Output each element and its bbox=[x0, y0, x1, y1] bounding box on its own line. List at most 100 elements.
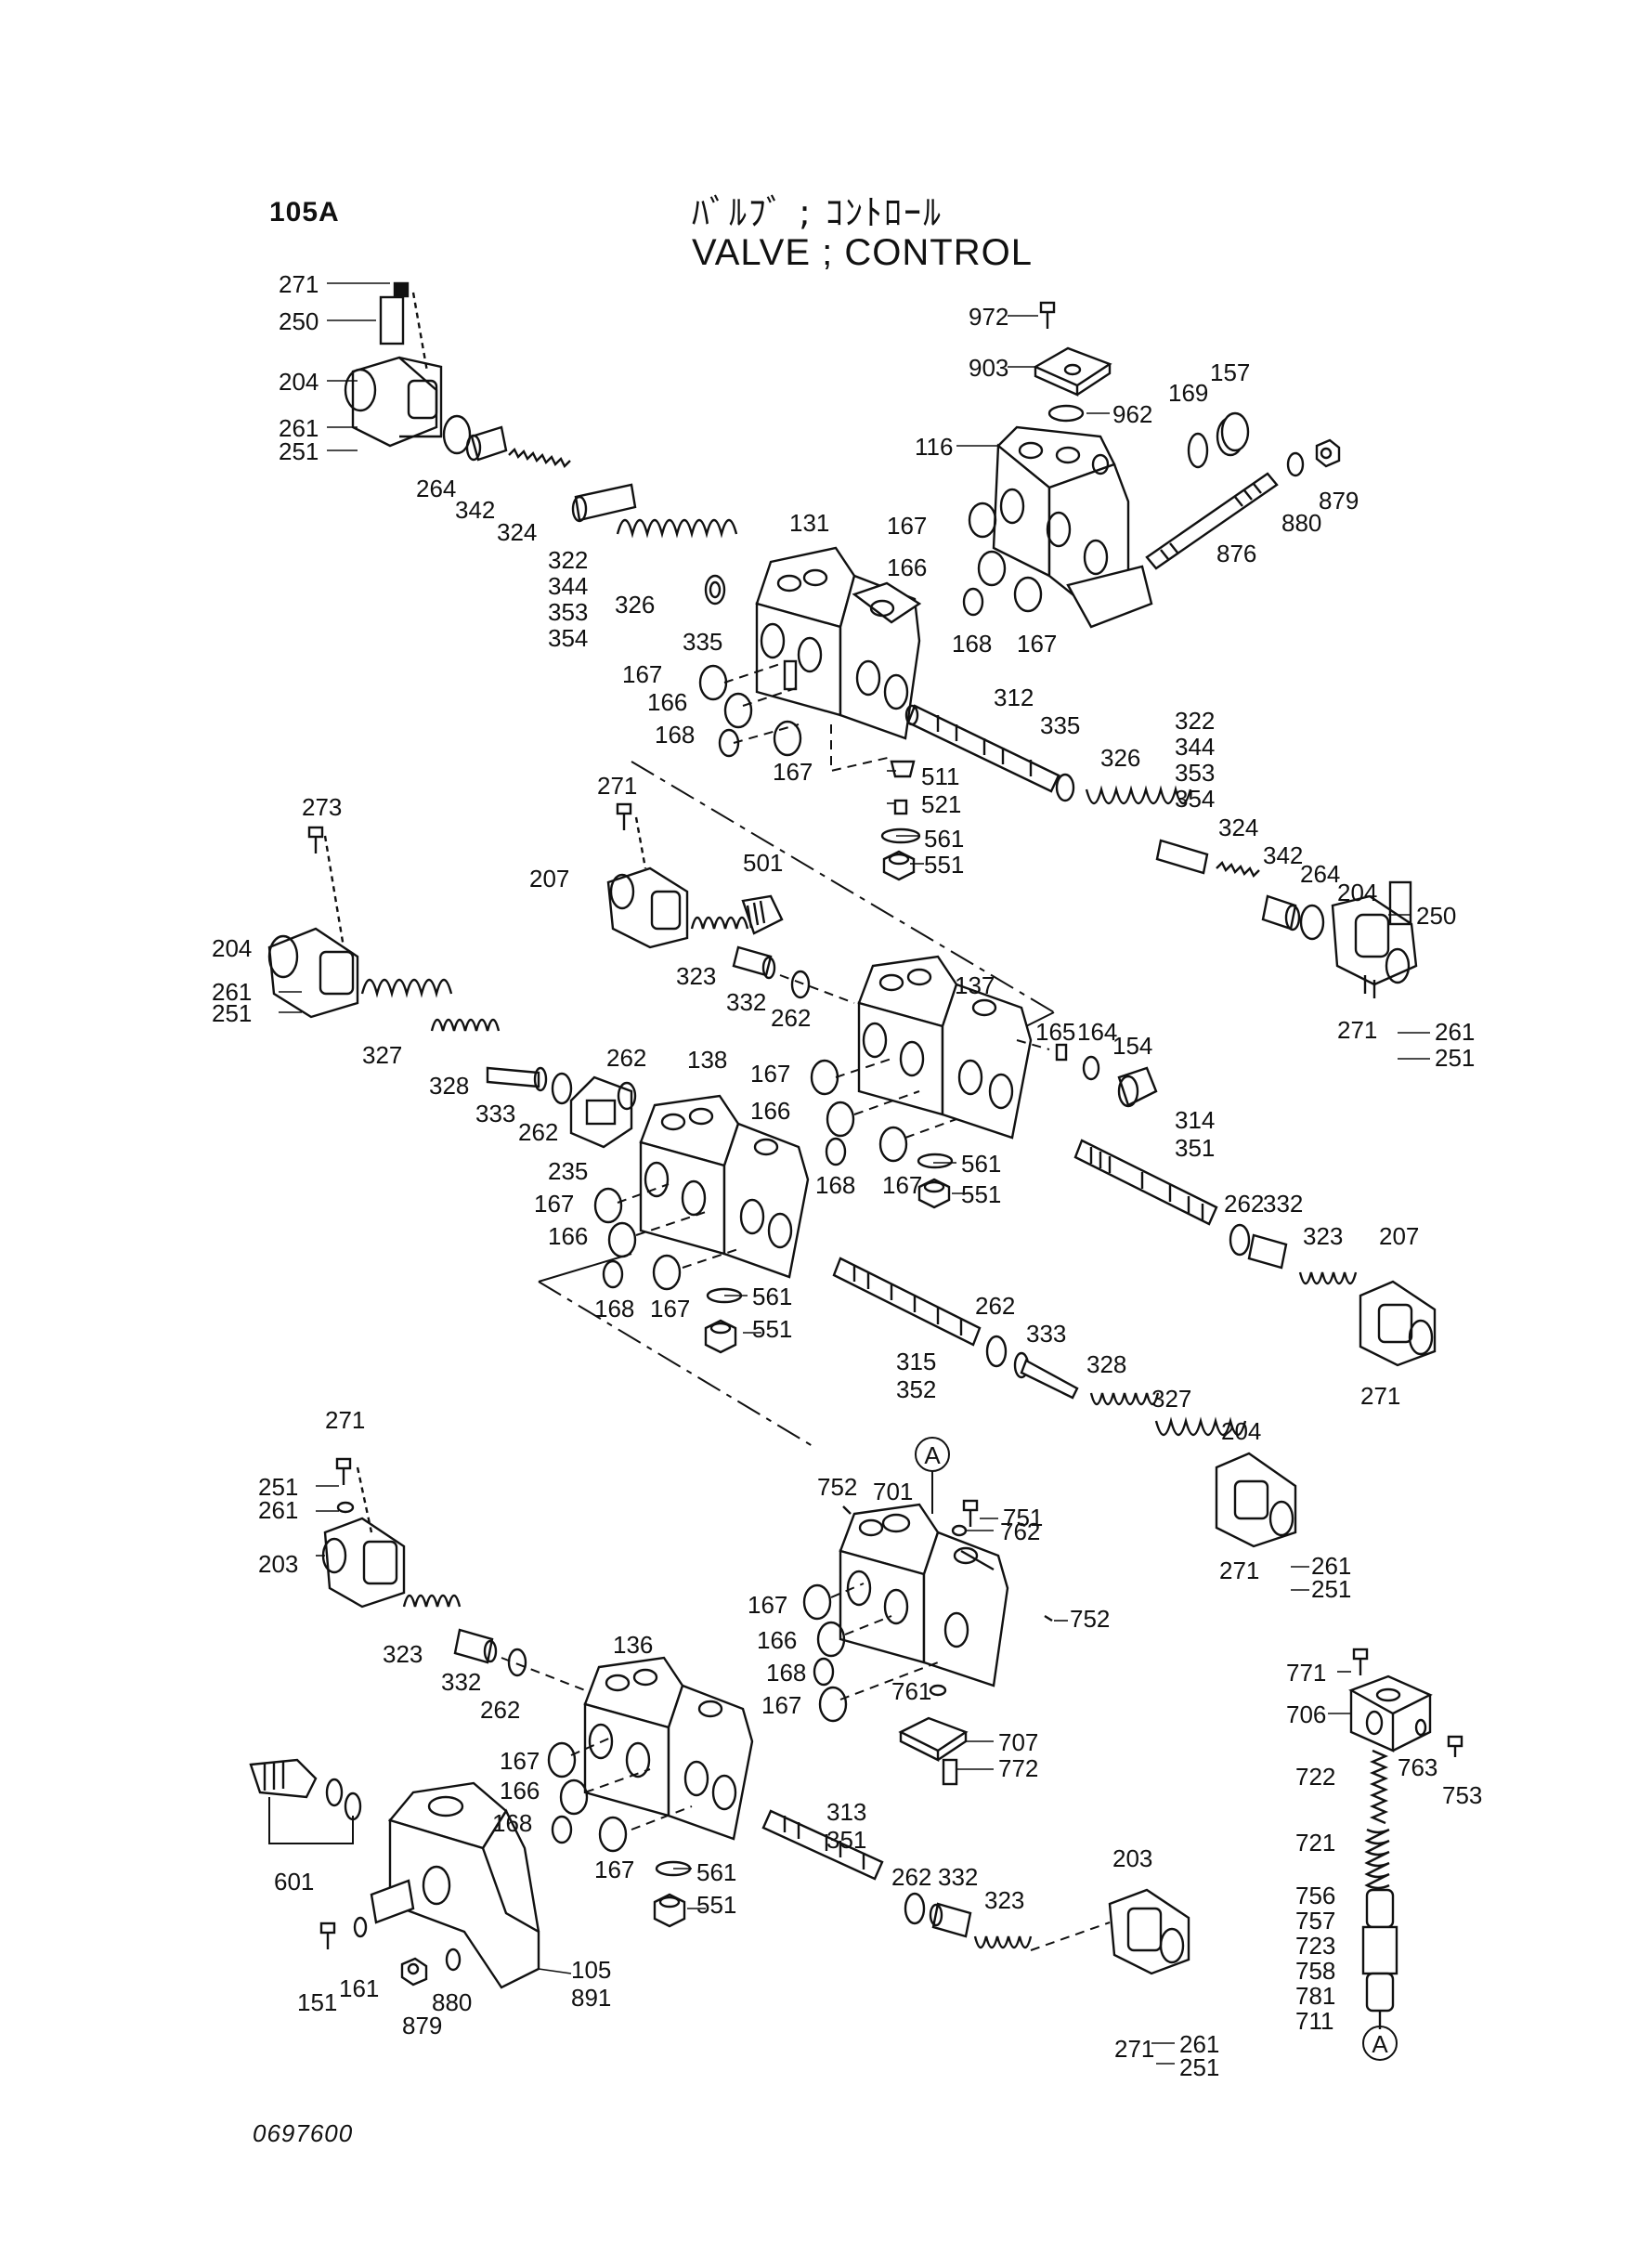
washer-335-top bbox=[704, 574, 726, 606]
part-label-251-e: 251 bbox=[258, 1473, 298, 1501]
oring-262-e bbox=[985, 1335, 1008, 1368]
part-label-335-b: 335 bbox=[1040, 711, 1080, 739]
part-label-876: 876 bbox=[1216, 540, 1256, 567]
part-label-879-a: 879 bbox=[1319, 487, 1359, 515]
oring-166-a bbox=[723, 692, 753, 729]
plug-342-top bbox=[465, 425, 508, 462]
part-label-136: 136 bbox=[613, 1631, 653, 1659]
plug-753 bbox=[1447, 1735, 1463, 1757]
part-label-166-b: 166 bbox=[887, 554, 927, 581]
part-label-762: 762 bbox=[1000, 1518, 1040, 1545]
top-assembly bbox=[344, 281, 1418, 998]
part-label-116: 116 bbox=[915, 433, 953, 461]
part-label-154: 154 bbox=[1112, 1032, 1152, 1060]
part-label-752-a: 752 bbox=[817, 1473, 857, 1501]
spring-327-b bbox=[1154, 1416, 1247, 1437]
oring-168-d bbox=[602, 1259, 624, 1289]
part-label-771: 771 bbox=[1286, 1659, 1326, 1687]
plug-332-c bbox=[453, 1628, 498, 1664]
part-label-521: 521 bbox=[921, 790, 961, 818]
title-block: 105A ﾊﾞﾙﾌﾞ ; ｺﾝﾄﾛｰﾙ VALVE ; CONTROL bbox=[0, 0, 1652, 316]
washer-335-b bbox=[1055, 773, 1075, 802]
part-label-235: 235 bbox=[548, 1157, 588, 1185]
part-label-761: 761 bbox=[891, 1677, 931, 1705]
part-label-352: 352 bbox=[896, 1375, 936, 1403]
washer-880-a bbox=[1286, 451, 1305, 477]
part-label-271-d: 271 bbox=[1219, 1557, 1259, 1584]
spool-312 bbox=[904, 704, 1060, 793]
part-label-250-a: 250 bbox=[279, 307, 319, 335]
part-label-261-a: 261 bbox=[279, 414, 319, 442]
part-label-354-a: 354 bbox=[548, 624, 588, 652]
spool-313 bbox=[761, 1809, 884, 1881]
oring-561-b bbox=[917, 1153, 954, 1169]
part-label-324-b: 324 bbox=[1218, 814, 1258, 841]
part-label-351-a: 351 bbox=[1175, 1134, 1215, 1162]
poppet-stack-756 bbox=[1361, 1888, 1398, 2029]
bolt-271-c bbox=[616, 802, 632, 832]
housing-105 bbox=[370, 1781, 540, 1989]
part-label-262-c: 262 bbox=[606, 1044, 646, 1072]
part-label-962: 962 bbox=[1112, 400, 1152, 428]
part-label-332-c: 332 bbox=[441, 1668, 481, 1696]
bolt-972 bbox=[1039, 301, 1056, 331]
part-label-354-b: 354 bbox=[1175, 785, 1215, 813]
part-label-251-c: 251 bbox=[212, 999, 252, 1027]
plug-157 bbox=[1216, 411, 1250, 457]
part-label-264-a: 264 bbox=[416, 475, 456, 502]
part-label-879-b: 879 bbox=[402, 2012, 442, 2039]
oring-167-l bbox=[598, 1816, 628, 1853]
oring-763 bbox=[1414, 1718, 1427, 1737]
part-label-351-b: 351 bbox=[826, 1826, 866, 1854]
part-label-204-b: 204 bbox=[1337, 879, 1377, 906]
part-label-353-b: 353 bbox=[1175, 759, 1215, 787]
plug-332-a bbox=[732, 945, 776, 980]
part-label-327-b: 327 bbox=[1151, 1385, 1191, 1413]
spring-323-d bbox=[973, 1935, 1033, 1949]
spring-324-top bbox=[508, 447, 571, 469]
part-label-328-a: 328 bbox=[429, 1072, 469, 1100]
oring-168-f bbox=[551, 1815, 573, 1844]
part-label-332-b: 332 bbox=[1263, 1190, 1303, 1218]
housing-116 bbox=[992, 425, 1153, 629]
part-label-207-a: 207 bbox=[529, 865, 569, 892]
callout-circle-a-bottom bbox=[1362, 2026, 1398, 2061]
part-label-328-b: 328 bbox=[1086, 1350, 1126, 1378]
part-label-271-e: 271 bbox=[1360, 1382, 1400, 1410]
oring-167-f bbox=[878, 1126, 908, 1163]
part-label-165: 165 bbox=[1035, 1018, 1075, 1046]
end-cap-204-d bbox=[1215, 1452, 1297, 1548]
part-label-342-b: 342 bbox=[1263, 841, 1303, 869]
part-label-342-a: 342 bbox=[455, 496, 495, 524]
part-label-326-b: 326 bbox=[1100, 744, 1140, 772]
part-label-167-a: 167 bbox=[622, 660, 662, 688]
spring-323-b bbox=[1298, 1271, 1358, 1285]
part-label-167-i: 167 bbox=[748, 1591, 787, 1619]
end-cap-204-c bbox=[267, 835, 359, 1019]
part-label-891: 891 bbox=[571, 1984, 611, 2012]
part-label-551-b: 551 bbox=[961, 1180, 1001, 1208]
part-label-333-a: 333 bbox=[475, 1100, 515, 1127]
callout-label-a-bottom: A bbox=[1372, 2030, 1388, 2058]
part-label-261-e: 261 bbox=[258, 1496, 298, 1524]
oring-169 bbox=[1187, 432, 1209, 469]
part-label-167-h: 167 bbox=[650, 1295, 690, 1322]
part-label-251-a: 251 bbox=[279, 437, 319, 465]
part-label-880-a: 880 bbox=[1281, 509, 1321, 537]
spring-324-b bbox=[1216, 860, 1260, 879]
part-label-168-e: 168 bbox=[766, 1659, 806, 1687]
part-label-204-a: 204 bbox=[279, 368, 319, 396]
plug-332-d bbox=[929, 1902, 972, 1938]
part-label-105: 105 bbox=[571, 1956, 611, 1984]
cover-903 bbox=[1033, 346, 1112, 397]
part-label-168-d: 168 bbox=[594, 1295, 634, 1322]
page-id: 105A bbox=[269, 197, 340, 228]
bolt-751 bbox=[962, 1499, 979, 1529]
part-label-322-b: 322 bbox=[1175, 707, 1215, 735]
part-label-722: 722 bbox=[1295, 1763, 1335, 1791]
title-japanese: ﾊﾞﾙﾌﾞ ; ｺﾝﾄﾛｰﾙ bbox=[692, 192, 943, 233]
part-label-551-c: 551 bbox=[752, 1315, 792, 1343]
part-label-751: 751 bbox=[1003, 1504, 1043, 1531]
